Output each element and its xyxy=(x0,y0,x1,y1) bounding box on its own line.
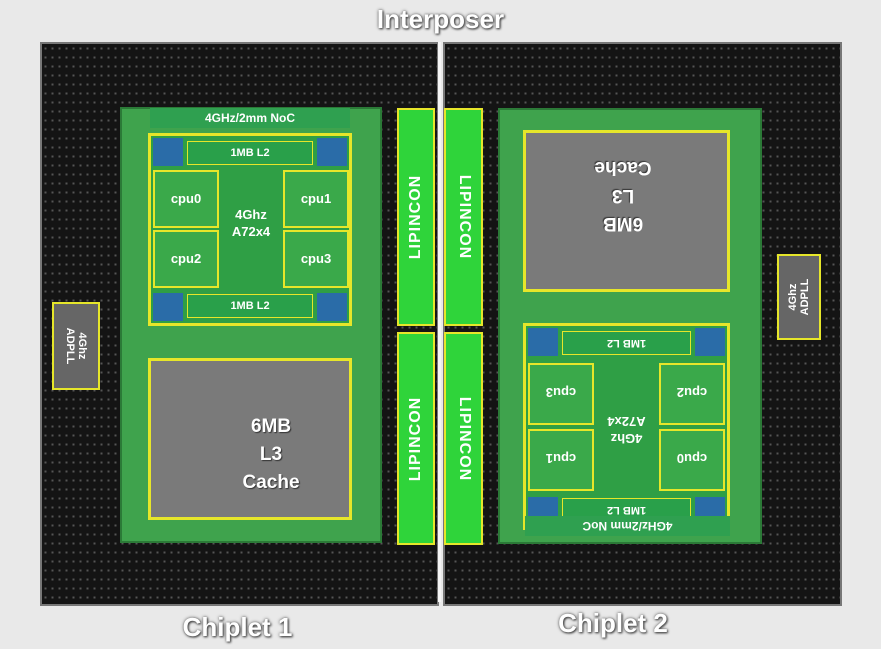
lipincon-label: LIPINCON xyxy=(407,396,424,481)
lipincon-label: LIPINCON xyxy=(455,396,473,481)
l3-word: Cache xyxy=(594,157,652,178)
l2-cache-top: 1MB L2 xyxy=(187,141,313,165)
l3-level: L3 xyxy=(611,185,635,206)
core-freq: 4Ghz xyxy=(610,431,643,446)
chiplet-1-l3-cache: 6MB L3 Cache xyxy=(148,358,352,520)
cpu3: cpu3 xyxy=(528,363,594,425)
lipincon-1: LIPINCON xyxy=(397,108,435,326)
lipincon-2: LIPINCON xyxy=(397,332,435,545)
chiplet-1-cpu-cluster: 1MB L2 1MB L2 cpu0 cpu1 cpu2 cpu3 4Ghz A… xyxy=(148,133,352,326)
core-label: 4Ghz A72x4 xyxy=(594,413,659,447)
core-type: A72x4 xyxy=(607,414,646,429)
chiplet-2-label: Chiplet 2 xyxy=(558,608,668,638)
l3-word: Cache xyxy=(242,472,300,493)
l3-label: 6MB L3 Cache xyxy=(563,153,683,237)
core-label: 4Ghz A72x4 xyxy=(219,206,283,240)
chiplet-1-label: Chiplet 1 xyxy=(182,612,293,642)
cpu3: cpu3 xyxy=(283,230,349,288)
corner-block xyxy=(695,328,725,356)
adpll-name: ADPLL xyxy=(64,327,76,365)
adpll-freq: 4Ghz xyxy=(787,283,799,311)
adpll-freq: 4Ghz xyxy=(76,332,88,360)
interposer-divider xyxy=(438,42,441,602)
cpu0: cpu0 xyxy=(153,170,219,228)
l3-size: 6MB xyxy=(602,213,644,234)
lipincon-3: LIPINCON xyxy=(444,108,483,326)
chiplet-2-l3-cache: 6MB L3 Cache xyxy=(523,130,730,292)
l3-label: 6MB L3 Cache xyxy=(211,413,331,497)
cpu2: cpu2 xyxy=(659,363,725,425)
cpu1: cpu1 xyxy=(528,429,594,491)
lipincon-label: LIPINCON xyxy=(455,174,473,260)
corner-block xyxy=(528,328,558,356)
l2-cache-bottom: 1MB L2 xyxy=(187,294,313,318)
chiplet-2-noc-label: 4GHz/2mm NoC xyxy=(525,516,730,536)
chiplet-1-noc-label: 4GHz/2mm NoC xyxy=(150,108,350,128)
lipincon-label: LIPINCON xyxy=(407,174,424,260)
corner-block xyxy=(153,293,183,321)
l3-level: L3 xyxy=(259,444,283,465)
cpu1: cpu1 xyxy=(283,170,349,228)
core-freq: 4Ghz xyxy=(235,207,267,222)
adpll-name: ADPLL xyxy=(799,278,811,316)
corner-block xyxy=(317,293,347,321)
cpu2: cpu2 xyxy=(153,230,219,288)
l3-size: 6MB xyxy=(250,416,292,437)
lipincon-4: LIPINCON xyxy=(444,332,483,545)
core-type: A72x4 xyxy=(231,224,271,239)
corner-block xyxy=(153,138,183,166)
cpu0: cpu0 xyxy=(659,429,725,491)
l2-cache-bottom: 1MB L2 xyxy=(562,331,691,355)
chiplet-2-cpu-cluster: 1MB L2 1MB L2 cpu0 cpu1 cpu2 cpu3 4Ghz A… xyxy=(523,323,730,530)
corner-block xyxy=(317,138,347,166)
interposer-title: Interposer xyxy=(376,4,505,34)
